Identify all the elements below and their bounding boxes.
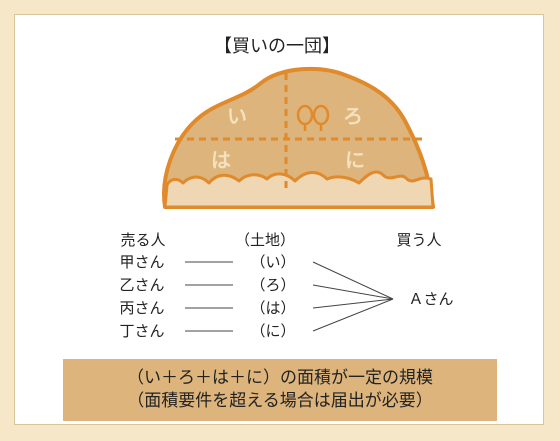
seller-land-connectors (185, 261, 233, 332)
note-line-2: （面積要件を超える場合は届出が必要） (127, 391, 433, 411)
seller-name: 丙さん (119, 299, 164, 317)
area-requirement-note: （い＋ろ＋は＋に）の面積が一定の規模 （面積要件を超える場合は届出が必要） (63, 359, 497, 421)
header-land: （土地） (235, 231, 295, 249)
tree-icon (296, 104, 330, 131)
header-buyer: 買う人 (396, 231, 441, 249)
land-diagram: 【買いの一団】 い ろ は に 売る人 （土地） 買う人 甲さん 乙さん 丙さん… (119, 36, 453, 340)
note-line-1: （い＋ろ＋は＋に）の面積が一定の規模 (127, 368, 433, 388)
parcel-label-ro: ろ (343, 104, 363, 128)
seller-name: 甲さん (119, 253, 164, 271)
parcel-label-i: い (227, 104, 247, 128)
parcel-label-ha: は (211, 148, 231, 172)
land-parcel-name: （ろ） (250, 276, 295, 294)
buyer-name: Ａさん (408, 290, 453, 308)
parcel-label-ni: に (345, 148, 365, 172)
header-seller: 売る人 (120, 231, 165, 249)
land-parcel-name: （は） (250, 299, 295, 317)
figure-panel: 【買いの一団】 い ろ は に 売る人 （土地） 買う人 甲さん 乙さん 丙さん… (14, 14, 544, 425)
land-buyer-connectors (312, 261, 394, 332)
seller-name: 丁さん (119, 322, 164, 340)
ground-band (163, 170, 435, 209)
diagram-title: 【買いの一団】 (214, 36, 340, 57)
seller-name: 乙さん (119, 276, 164, 294)
land-parcel-name: （い） (250, 253, 295, 271)
land-parcel-name: （に） (250, 322, 295, 340)
